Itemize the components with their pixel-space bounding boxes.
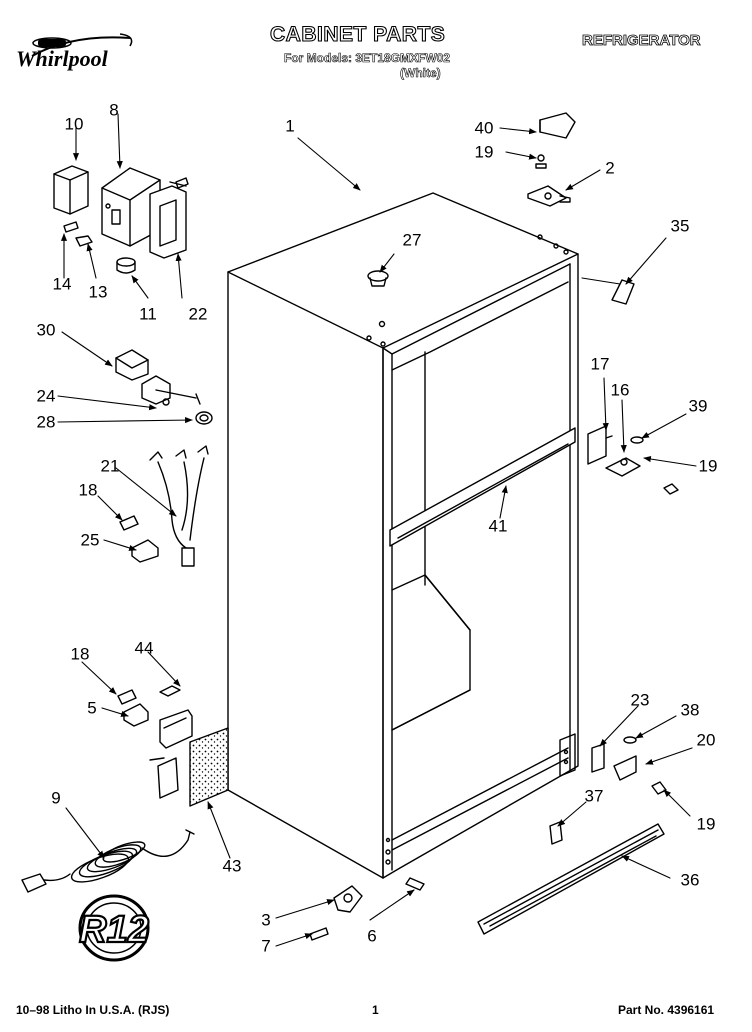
callout-21: 21	[100, 456, 120, 476]
callout-30: 30	[36, 320, 56, 340]
callout-2: 2	[605, 158, 615, 178]
footer-page-number: 1	[372, 1003, 379, 1017]
svg-text:Whirlpool: Whirlpool	[16, 46, 109, 71]
appliance-category: REFRIGERATOR	[582, 32, 701, 49]
callout-27: 27	[402, 230, 422, 250]
callout-5: 5	[87, 698, 97, 718]
callout-19b: 19	[698, 456, 718, 476]
bottom-hinge-assembly	[591, 736, 667, 795]
callout-19a: 19	[474, 142, 494, 162]
screw-6	[405, 877, 425, 891]
footer-part-number: Part No. 4396161	[618, 1003, 715, 1017]
callout-24: 24	[36, 386, 56, 406]
callout-25: 25	[80, 530, 100, 550]
hole-plug	[367, 270, 389, 287]
callout-40: 40	[474, 118, 494, 138]
cabinet-shell	[227, 192, 579, 879]
callout-20: 20	[696, 730, 716, 750]
callout-10: 10	[64, 114, 84, 134]
model-color: (White)	[400, 66, 441, 80]
callout-7: 7	[261, 936, 271, 956]
callout-36: 36	[680, 870, 700, 890]
control-housing	[53, 165, 189, 274]
callout-43: 43	[222, 856, 242, 876]
divider-rail	[389, 427, 576, 547]
callout-44: 44	[134, 638, 154, 658]
hinge-cover	[611, 279, 635, 305]
r12-refrigerant-symbol: R12	[78, 894, 150, 962]
callout-1: 1	[285, 116, 295, 136]
callout-39: 39	[688, 396, 708, 416]
callout-13: 13	[88, 282, 108, 302]
callout-19c: 19	[696, 814, 716, 834]
center-hinge-assembly	[587, 425, 679, 495]
callout-18b: 18	[70, 644, 90, 664]
callout-leader-lines	[57, 113, 697, 947]
insulation-pad	[189, 727, 229, 807]
footer-litho-note: 10–98 Litho In U.S.A. (RJS)	[16, 1003, 170, 1017]
roller-bracket	[309, 885, 363, 941]
power-cord-bracket	[117, 685, 193, 799]
callout-28: 28	[36, 412, 56, 432]
r12-symbol-text: R12	[79, 909, 149, 951]
callout-11: 11	[139, 304, 157, 324]
callout-23: 23	[630, 690, 650, 710]
power-cord	[21, 829, 195, 893]
toe-grille-clip	[549, 821, 563, 845]
wire-harness	[119, 445, 209, 567]
callout-38: 38	[680, 700, 700, 720]
callout-9: 9	[51, 788, 61, 808]
callout-6: 6	[367, 926, 377, 946]
whirlpool-logo: Whirlpool	[16, 33, 133, 71]
callout-22: 22	[188, 304, 208, 324]
page-title: CABINET PARTS	[269, 23, 446, 46]
callout-37: 37	[584, 786, 604, 806]
callout-41: 41	[488, 516, 508, 536]
callout-3: 3	[261, 910, 271, 930]
defrost-timer-parts	[115, 349, 213, 425]
model-numbers: For Models: 3ET18GMXFW02	[284, 51, 451, 65]
callout-17: 17	[590, 354, 610, 374]
top-hinge-assembly	[527, 112, 576, 207]
callout-16: 16	[610, 380, 630, 400]
callout-35: 35	[670, 216, 690, 236]
callout-14: 14	[52, 274, 72, 294]
toe-grille	[477, 823, 665, 935]
callout-18a: 18	[78, 480, 98, 500]
callout-8: 8	[109, 100, 119, 120]
